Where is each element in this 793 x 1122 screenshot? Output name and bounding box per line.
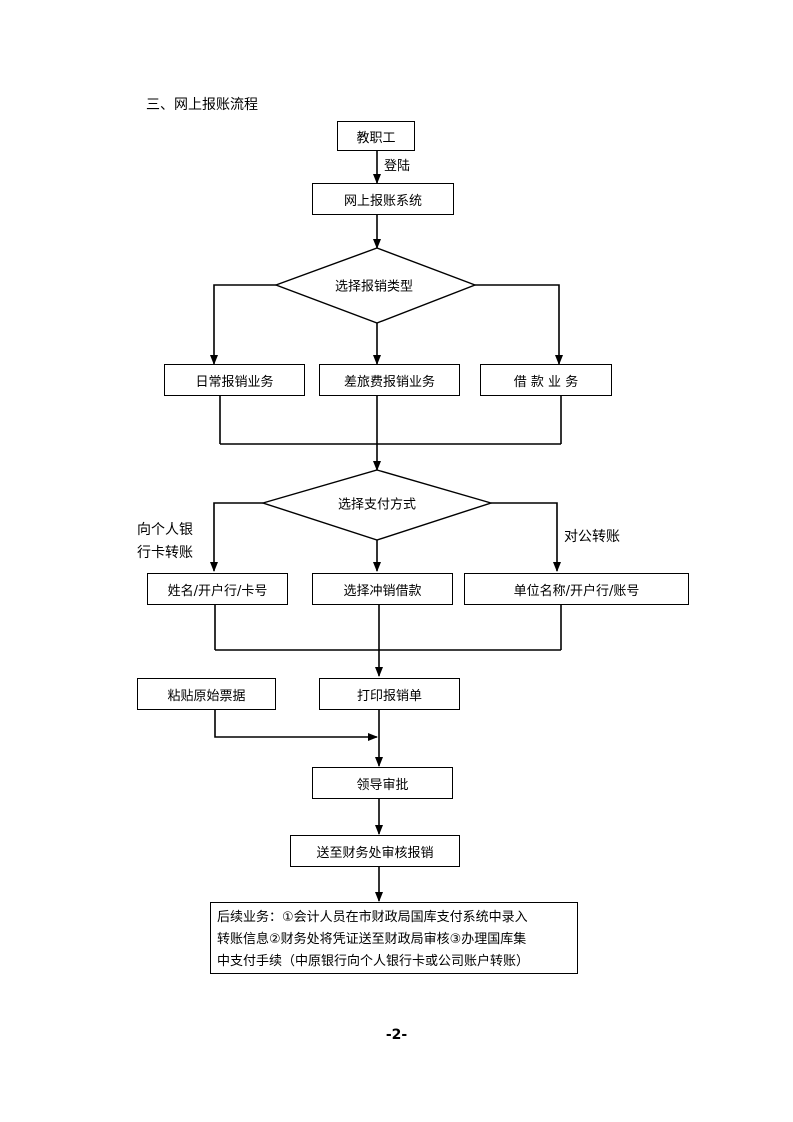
corporate-transfer-label: 对公转账 xyxy=(564,529,620,545)
choose-type-label: 选择报销类型 xyxy=(334,279,414,295)
send-finance-node: 送至财务处审核报销 xyxy=(290,835,460,867)
decision-diamond-type xyxy=(273,247,477,324)
personal-transfer-label-1: 向个人银 xyxy=(137,522,193,538)
unit-bank-account-node: 单位名称/开户行/账号 xyxy=(464,573,689,605)
follow-up-line-2: 转账信息②财务处将凭证送至财政局审核③办理国库集 xyxy=(217,932,527,947)
travel-reimburse-node: 差旅费报销业务 xyxy=(319,364,460,396)
system-node: 网上报账系统 xyxy=(312,183,454,215)
section-title: 三、网上报账流程 xyxy=(146,97,258,113)
offset-loan-node: 选择冲销借款 xyxy=(312,573,453,605)
follow-up-box: 后续业务：①会计人员在市财政局国库支付系统中录入 转账信息②财务处将凭证送至财政… xyxy=(210,902,578,974)
follow-up-line-1: 后续业务：①会计人员在市财政局国库支付系统中录入 xyxy=(217,910,528,925)
loan-node: 借 款 业 务 xyxy=(480,364,612,396)
follow-up-line-3: 中支付手续（中原银行向个人银行卡或公司账户转账） xyxy=(217,954,530,969)
login-label: 登陆 xyxy=(384,159,411,174)
leader-approval-node: 领导审批 xyxy=(312,767,453,799)
staff-node: 教职工 xyxy=(337,121,415,151)
name-bank-card-node: 姓名/开户行/卡号 xyxy=(147,573,288,605)
paste-receipts-node: 粘贴原始票据 xyxy=(137,678,276,710)
choose-payment-label: 选择支付方式 xyxy=(337,497,417,513)
page-number: -2- xyxy=(385,1027,408,1043)
decision-diamond-payment xyxy=(260,469,494,541)
personal-transfer-label-2: 行卡转账 xyxy=(137,545,193,561)
print-form-node: 打印报销单 xyxy=(319,678,460,710)
daily-reimburse-node: 日常报销业务 xyxy=(164,364,305,396)
